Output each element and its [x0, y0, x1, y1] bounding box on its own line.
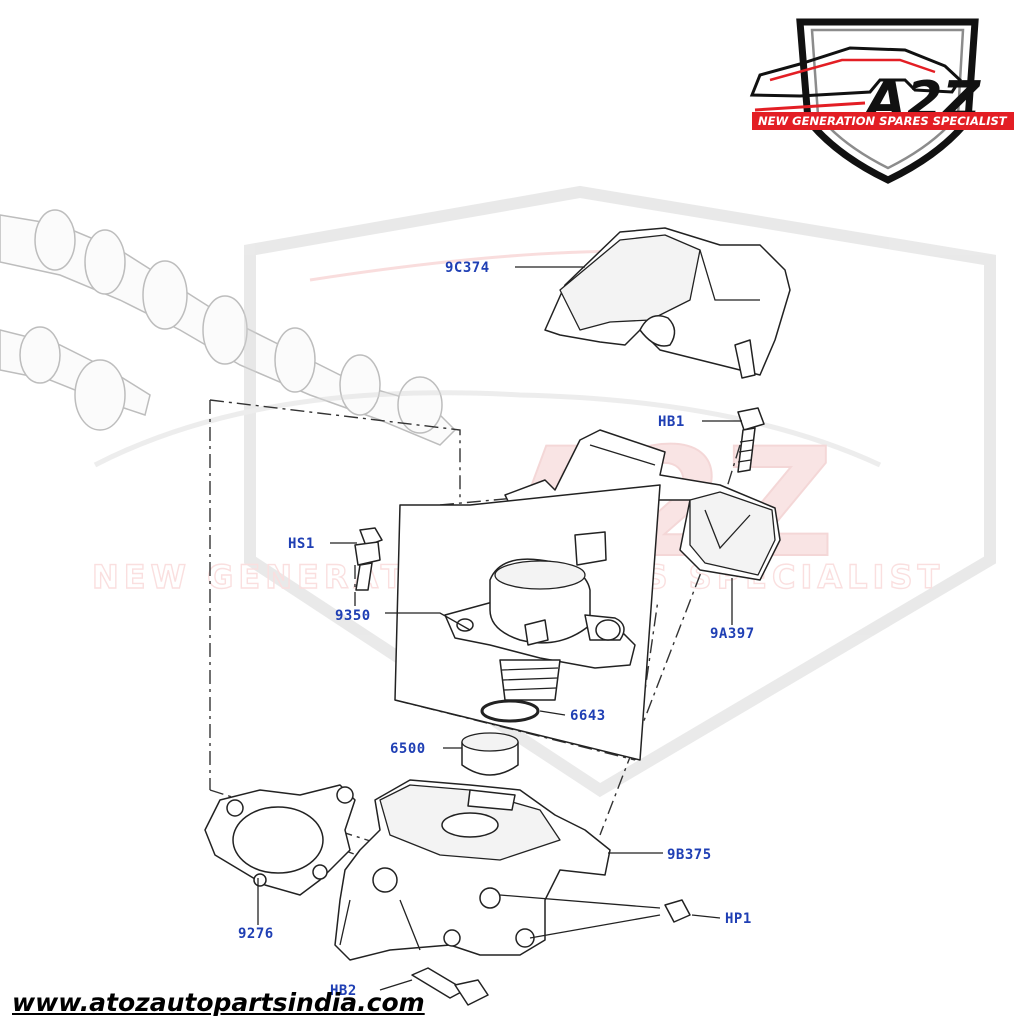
- heat-shield-part: [504, 429, 781, 581]
- o-ring-part: [480, 699, 540, 723]
- label-o-ring: 6643: [570, 708, 606, 724]
- a2z-logo: A2Z NEW GENERATION SPARES SPECIALIST: [749, 18, 1014, 184]
- callout-leaders: [257, 266, 742, 991]
- label-stud: HS1: [288, 536, 315, 552]
- callout-labels: 9C374 HB1 HS1 9A397 9350 6643 6500 9B375…: [238, 260, 755, 999]
- label-plugs: HP1: [725, 911, 752, 927]
- bottom-bolt-part: [411, 967, 489, 1006]
- top-bolt-part: [737, 407, 765, 473]
- tappet-part: [461, 732, 519, 776]
- plug-part: [664, 899, 691, 923]
- label-bottom-bolt: HB2: [330, 983, 357, 999]
- pump-housing-part: [334, 779, 611, 961]
- camshaft-illustration: [0, 209, 457, 446]
- label-heat-shield: 9A397: [710, 626, 755, 642]
- logo-tagline-band: [752, 112, 1014, 130]
- label-top-bolt: HB1: [658, 414, 685, 430]
- cover-part: [544, 227, 791, 379]
- logo-car-silhouette: [749, 46, 962, 98]
- label-pump-housing: 9B375: [667, 847, 712, 863]
- logo-tagline: NEW GENERATION SPARES SPECIALIST: [758, 114, 1008, 128]
- label-fuel-pump: 9350: [335, 608, 371, 624]
- gasket-part: [204, 784, 356, 896]
- stud-part: [354, 527, 383, 591]
- label-gasket: 9276: [238, 926, 274, 942]
- label-tappet: 6500: [390, 741, 426, 757]
- fuel-pump-part: [394, 484, 661, 761]
- label-cover: 9C374: [445, 260, 490, 276]
- website-url[interactable]: www.atozautopartsindia.com: [12, 988, 425, 1017]
